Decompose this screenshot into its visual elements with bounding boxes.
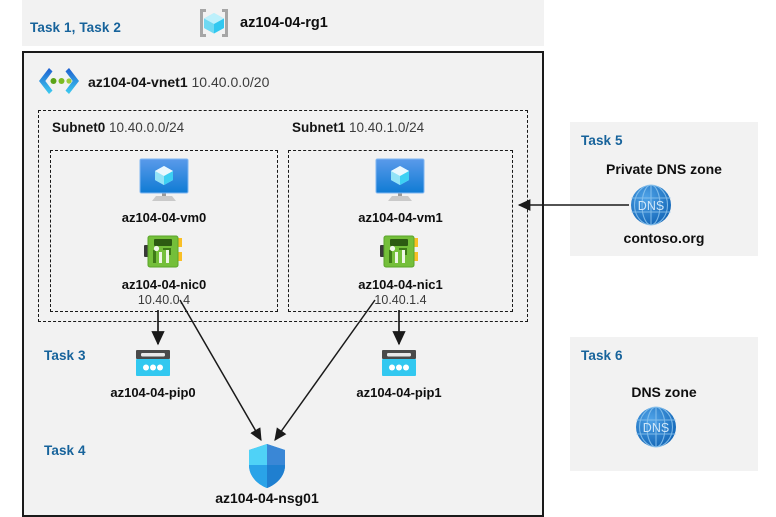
virtual-machine-icon xyxy=(136,156,192,204)
private-dns-title: Private DNS zone xyxy=(606,161,722,177)
resource-group-panel xyxy=(22,0,544,46)
vm1-label: az104-04-vm1 xyxy=(358,210,443,225)
subnet1-name: Subnet1 xyxy=(292,120,346,135)
task-label-dns: Task 6 xyxy=(581,348,623,363)
subnet0-box xyxy=(50,150,278,312)
svg-text:DNS: DNS xyxy=(643,421,669,435)
dns-zone-icon: DNS xyxy=(634,405,678,449)
pip1-label: az104-04-pip1 xyxy=(356,385,442,400)
vm0-label: az104-04-vm0 xyxy=(121,210,207,225)
public-ip-address-icon xyxy=(134,348,172,380)
task-label-nsg: Task 4 xyxy=(44,443,86,458)
virtual-network-icon xyxy=(36,66,82,96)
nic1-ip: 10.40.1.4 xyxy=(374,293,427,307)
public-ip-panel xyxy=(34,337,532,413)
nic1-label: az104-04-nic1 xyxy=(358,277,443,292)
resource-group-name: az104-04-rg1 xyxy=(240,15,328,31)
nic0-label: az104-04-nic0 xyxy=(121,277,207,292)
subnet1-box xyxy=(288,150,513,312)
svg-text:DNS: DNS xyxy=(638,199,664,213)
virtual-machine-icon xyxy=(372,156,428,204)
vnet-cidr: 10.40.0.0/20 xyxy=(191,74,270,90)
network-interface-icon xyxy=(378,233,422,273)
nic0-ip: 10.40.0.4 xyxy=(137,293,191,307)
vnet-header: az104-04-vnet1 10.40.0.0/20 xyxy=(88,74,269,90)
dns-zone-icon: DNS xyxy=(629,183,673,227)
network-interface-icon xyxy=(142,233,186,273)
subnet1-header: Subnet1 10.40.1.0/24 xyxy=(292,120,424,135)
task-label-resource-group: Task 1, Task 2 xyxy=(30,20,121,35)
subnet0-name: Subnet0 xyxy=(52,120,106,135)
network-security-group-icon xyxy=(247,443,287,489)
private-dns-name: contoso.org xyxy=(623,230,705,246)
dns-panel xyxy=(570,337,758,471)
pip0-label: az104-04-pip0 xyxy=(110,385,196,400)
private-dns-panel xyxy=(570,122,758,256)
vnet-name: az104-04-vnet1 xyxy=(88,74,188,90)
subnet0-header: Subnet0 10.40.0.0/24 xyxy=(52,120,184,135)
dns-title: DNS zone xyxy=(631,384,697,400)
task-label-private-dns: Task 5 xyxy=(581,133,623,148)
nsg-label: az104-04-nsg01 xyxy=(215,490,319,506)
task-label-public-ip: Task 3 xyxy=(44,348,86,363)
subnet0-cidr: 10.40.0.0/24 xyxy=(109,120,185,135)
subnet1-cidr: 10.40.1.0/24 xyxy=(349,120,425,135)
public-ip-address-icon xyxy=(380,348,418,380)
resource-group-icon xyxy=(197,6,231,40)
